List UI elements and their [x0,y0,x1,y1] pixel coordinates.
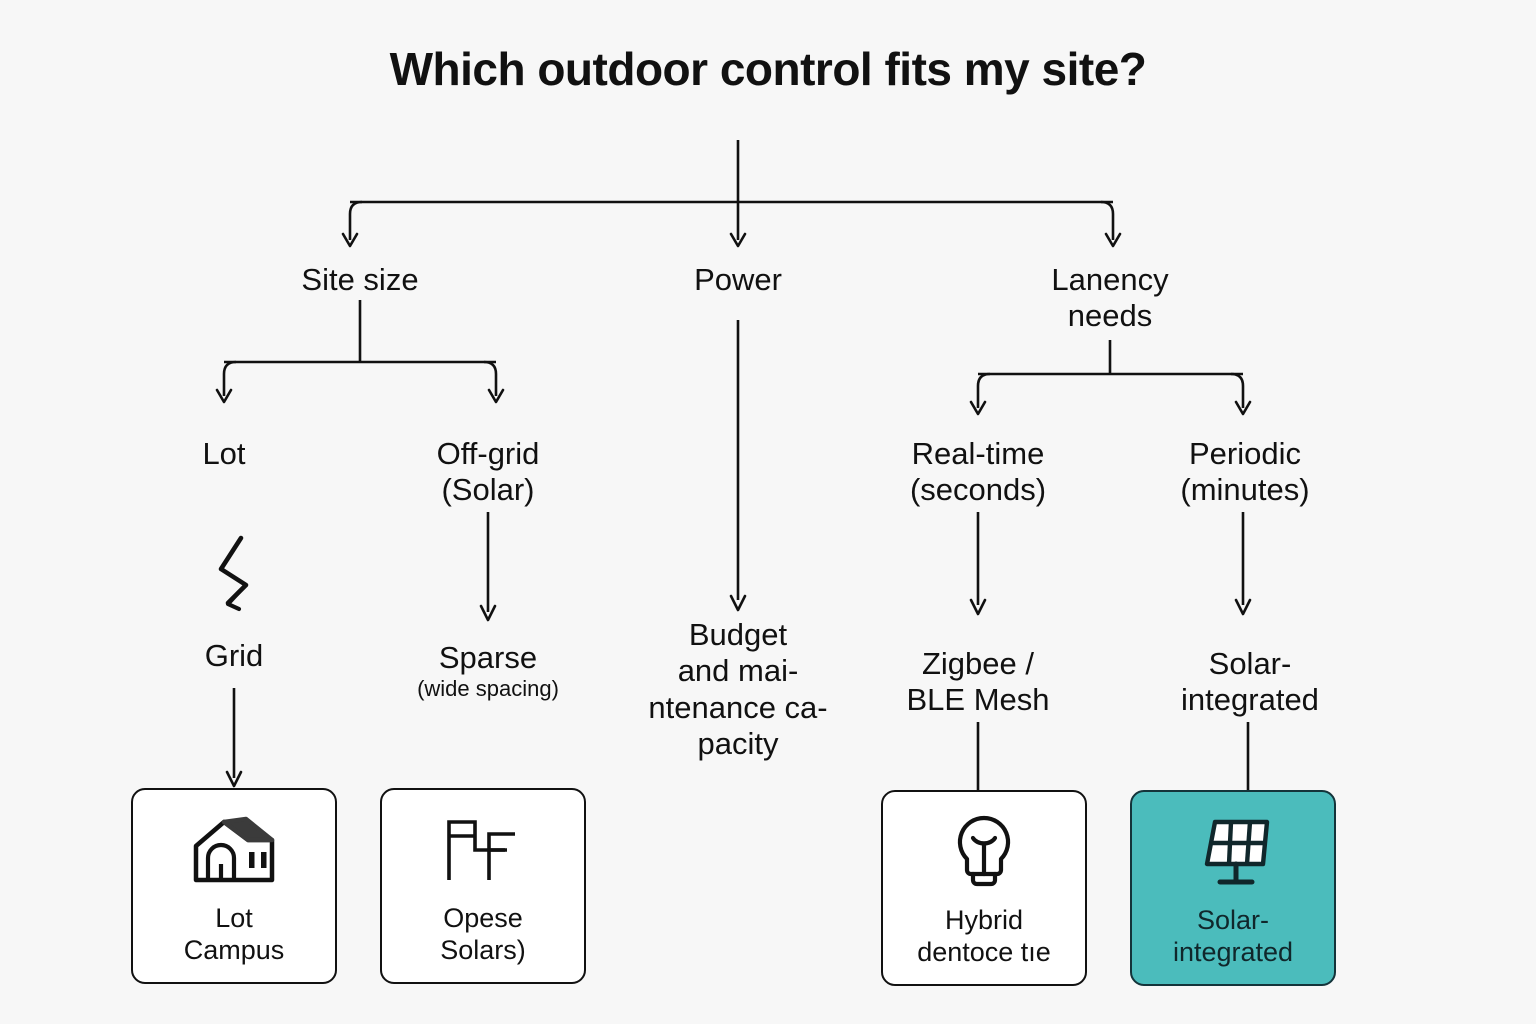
arrowhead-realtime [969,400,987,416]
node-site-size[interactable]: Site size [210,262,510,298]
node-lot-line1: Lot [202,436,246,471]
node-solar-line1: Solar- [1208,646,1292,681]
wire-sitesize-right [483,360,498,396]
node-off-grid-line2: (Solar) [441,472,535,508]
card-hybrid-label: Hybrid dentoce tıe [917,904,1051,969]
node-sparse[interactable]: Sparse (wide spacing) [378,640,598,702]
node-site-size-line1: Site size [301,262,419,297]
wire-latency-right [1230,372,1245,408]
node-latency-needs[interactable]: Lanency needs [960,262,1260,335]
card-opese-solars-label: Opese Solars) [440,902,526,967]
lightbulb-icon [938,814,1030,890]
arrowhead-zigbee [969,598,987,616]
node-power[interactable]: Power [608,262,868,298]
node-off-grid-line1: Off-grid [436,436,540,471]
node-periodic-line2: (minutes) [1180,472,1310,508]
wire-sitesize-left [222,360,237,396]
node-power-line1: Power [694,262,782,297]
node-sparse-sublabel: (wide spacing) [417,676,559,702]
node-off-grid[interactable]: Off-grid (Solar) [388,436,588,509]
node-budget-line2: and mai- [677,653,799,689]
arrowhead-sitesize [341,232,359,248]
arrowhead-periodic [1234,400,1252,416]
node-lot[interactable]: Lot [124,436,324,472]
wire-root-right [1100,200,1115,240]
node-solar-integrated-label[interactable]: Solar- integrated [1140,646,1360,719]
node-latency-line2: needs [1067,298,1153,334]
arrowhead-lotcampus-card [225,770,243,788]
node-periodic[interactable]: Periodic (minutes) [1140,436,1350,509]
card-hybrid[interactable]: Hybrid dentoce tıe [881,790,1087,986]
card-lot-campus-label: Lot Campus [184,902,285,967]
arrowhead-power [729,232,747,248]
node-real-time-line2: (seconds) [909,472,1047,508]
node-real-time[interactable]: Real-time (seconds) [868,436,1088,509]
arrowhead-solarlabel [1234,598,1252,616]
node-solar-line2: integrated [1181,682,1319,718]
node-zigbee-ble-mesh[interactable]: Zigbee / BLE Mesh [868,646,1088,719]
wire-root-left [348,200,363,240]
card-solar-integrated-line1: Solar- [1196,905,1270,935]
node-budget-line3: ntenance ca- [648,689,828,725]
node-real-time-line1: Real-time [911,436,1045,471]
wire-latency-left [976,372,991,408]
node-budget-line4: pacity [697,725,779,761]
node-latency-line1: Lanency [1051,262,1169,297]
arrowhead-latency [1104,232,1122,248]
card-lot-campus-line2: Campus [183,935,285,966]
card-lot-campus-line1: Lot [215,903,253,933]
node-zigbee-line2: BLE Mesh [906,682,1050,718]
node-periodic-line1: Periodic [1189,436,1301,471]
card-opese-solars[interactable]: Opese Solars) [380,788,586,984]
node-grid-line1: Grid [204,638,264,673]
arrowhead-sparse [479,604,497,622]
node-sparse-line1: Sparse [438,640,538,675]
node-budget-maintenance[interactable]: Budget and mai- ntenance ca- pacity [646,617,830,762]
card-lot-campus[interactable]: Lot Campus [131,788,337,984]
house-icon [188,812,280,888]
arrowhead-lot [215,388,233,404]
card-solar-integrated-label: Solar- integrated [1173,904,1293,969]
arrowhead-offgrid [487,388,505,404]
card-hybrid-line1: Hybrid [944,905,1023,935]
arrowhead-budget [729,594,747,612]
pole-lines-icon [437,812,529,888]
page-title: Which outdoor control fits my site? [389,43,1147,95]
wire-lot-grid-zigzag [218,535,249,606]
node-grid[interactable]: Grid [134,638,334,674]
card-solar-integrated[interactable]: Solar- integrated [1130,790,1336,986]
card-opese-solars-line1: Opese [443,903,523,933]
card-hybrid-line2: dentoce tıe [917,937,1051,968]
solar-panel-icon [1187,814,1279,890]
node-budget-line1: Budget [688,617,788,652]
node-zigbee-line1: Zigbee / [921,646,1034,681]
card-solar-integrated-line2: integrated [1172,937,1294,968]
card-opese-solars-line2: Solars) [440,935,526,966]
arrowhead-lot-grid-zigzag [225,589,242,612]
